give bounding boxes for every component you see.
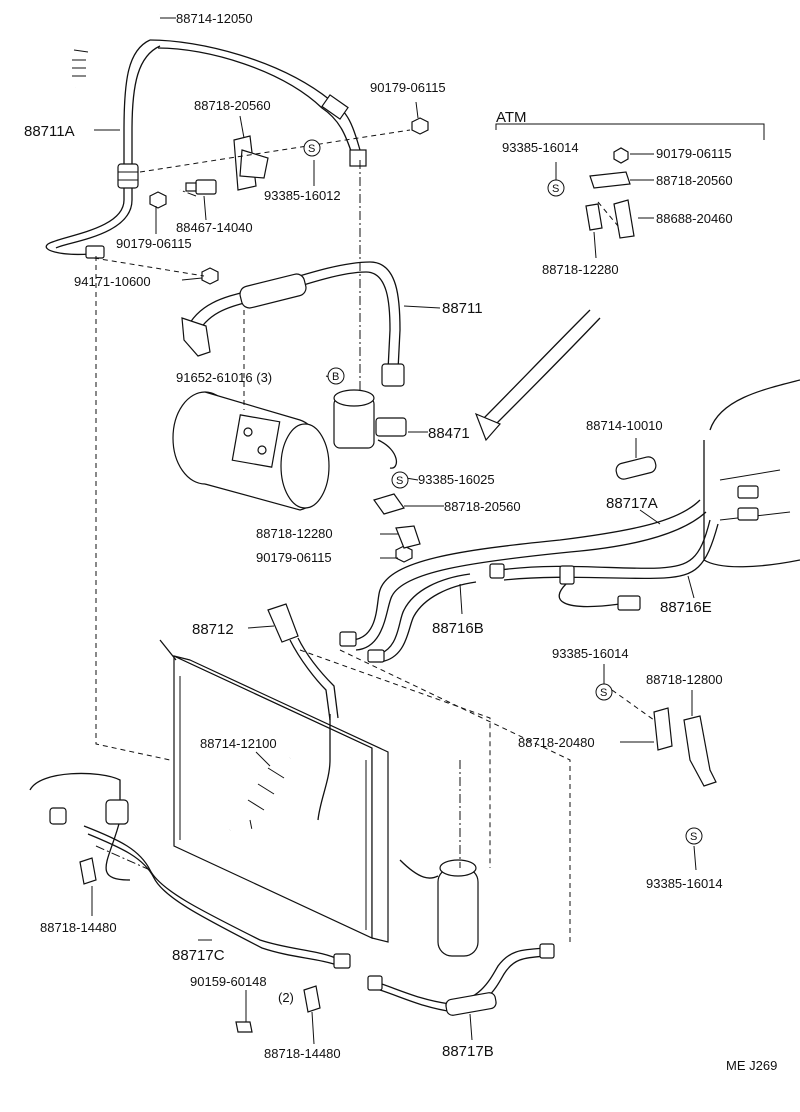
symbol-s-93385-16014-low: S xyxy=(685,827,703,845)
label-90159-60148-qty: (2) xyxy=(278,990,294,1005)
label-88718-12800: 88718-12800 xyxy=(646,672,723,687)
label-88718-14480-bottom: 88718-14480 xyxy=(264,1046,341,1061)
label-atm-88718-12280: 88718-12280 xyxy=(542,262,619,277)
pipes-88717a-88716-drawing xyxy=(339,499,719,663)
label-88717c: 88717C xyxy=(172,947,225,964)
svg-text:S: S xyxy=(690,831,697,843)
label-91652-61016: 91652-61016 (3) xyxy=(176,370,272,385)
label-88717b: 88717B xyxy=(442,1043,494,1060)
label-88714-10010: 88714-10010 xyxy=(586,418,663,433)
bolt-clamp-bottom-drawing xyxy=(79,857,321,1033)
pointer-arrow-drawing xyxy=(474,309,601,442)
label-atm-93385-16014: 93385-16014 xyxy=(502,140,579,155)
receiver-88471-drawing xyxy=(333,389,407,469)
label-90179-06115-mid: 90179-06115 xyxy=(256,550,332,565)
label-88718-20560-top: 88718-20560 xyxy=(194,98,271,113)
label-88711: 88711 xyxy=(442,300,483,317)
svg-text:B: B xyxy=(332,371,339,383)
svg-text:S: S xyxy=(552,183,559,195)
hose-88714-12050-drawing xyxy=(70,7,161,89)
label-88716e: 88716E xyxy=(660,599,712,616)
pipe-88712-drawing xyxy=(267,603,339,721)
svg-text:S: S xyxy=(600,687,607,699)
switch-88467-14040-drawing xyxy=(185,179,217,195)
label-88718-12280-mid: 88718-12280 xyxy=(256,526,333,541)
hose-88714-12100-drawing xyxy=(223,752,297,837)
label-94171-10600: 94171-10600 xyxy=(74,274,151,289)
label-88718-14480-left: 88718-14480 xyxy=(40,920,117,935)
label-88714-12100: 88714-12100 xyxy=(200,736,277,751)
clamps-right-drawing xyxy=(653,707,717,787)
engine-fragment-drawing xyxy=(703,379,800,568)
label-atm-88718-20560: 88718-20560 xyxy=(656,173,733,188)
atm-header: ATM xyxy=(496,109,527,126)
label-atm-88688-20460: 88688-20460 xyxy=(656,211,733,226)
pipe-88711-drawing xyxy=(181,261,405,387)
symbol-s-93385-16025: S xyxy=(391,471,409,489)
label-88717a: 88717A xyxy=(606,495,658,512)
label-88716b: 88716B xyxy=(432,620,484,637)
label-88718-20480: 88718-20480 xyxy=(518,735,595,750)
label-93385-16014-low: 93385-16014 xyxy=(646,876,723,891)
label-90179-06115-top: 90179-06115 xyxy=(370,80,446,95)
atm-section-frame xyxy=(495,123,765,140)
dashed-reference-lines xyxy=(93,129,655,944)
label-88471: 88471 xyxy=(428,425,470,442)
label-88467-14040: 88467-14040 xyxy=(176,220,253,235)
bracket-88718-20560-top-drawing xyxy=(233,135,269,191)
label-90179-06115-left: 90179-06115 xyxy=(116,236,192,251)
leader-lines xyxy=(91,17,697,1045)
condenser-drawing xyxy=(159,639,389,943)
label-93385-16014-mid: 93385-16014 xyxy=(552,646,629,661)
top-suction-pipe-drawing xyxy=(149,39,367,167)
symbol-s-atm-93385-16014: S xyxy=(547,179,565,197)
symbol-b-91652: B xyxy=(327,367,345,385)
receiver-drier-drawing xyxy=(399,859,479,957)
symbol-s-93385-16012: S xyxy=(303,139,321,157)
compressor-drawing xyxy=(172,391,330,511)
nut-90179-06115-drawing xyxy=(149,117,629,563)
atm-parts-drawing xyxy=(585,171,635,239)
svg-text:S: S xyxy=(396,475,403,487)
drawing-id: ME J269 xyxy=(726,1058,777,1073)
label-atm-90179-06115: 90179-06115 xyxy=(656,146,732,161)
label-88711a: 88711A xyxy=(24,123,75,140)
label-88714-12050: 88714-12050 xyxy=(176,11,253,26)
label-93385-16025: 93385-16025 xyxy=(418,472,495,487)
label-90159-60148: 90159-60148 xyxy=(190,974,267,989)
bracket-lower-drawing xyxy=(373,493,421,549)
label-93385-16012: 93385-16012 xyxy=(264,188,341,203)
pipe-88711a-drawing xyxy=(45,39,161,259)
svg-text:S: S xyxy=(308,143,315,155)
hose-88714-10010-drawing xyxy=(615,456,657,480)
label-88718-20560-mid: 88718-20560 xyxy=(444,499,521,514)
pipe-88717b-drawing xyxy=(367,943,555,1016)
symbol-s-93385-16014-mid: S xyxy=(595,683,613,701)
pipe-88717c-drawing xyxy=(29,772,351,969)
label-88712: 88712 xyxy=(192,621,234,638)
